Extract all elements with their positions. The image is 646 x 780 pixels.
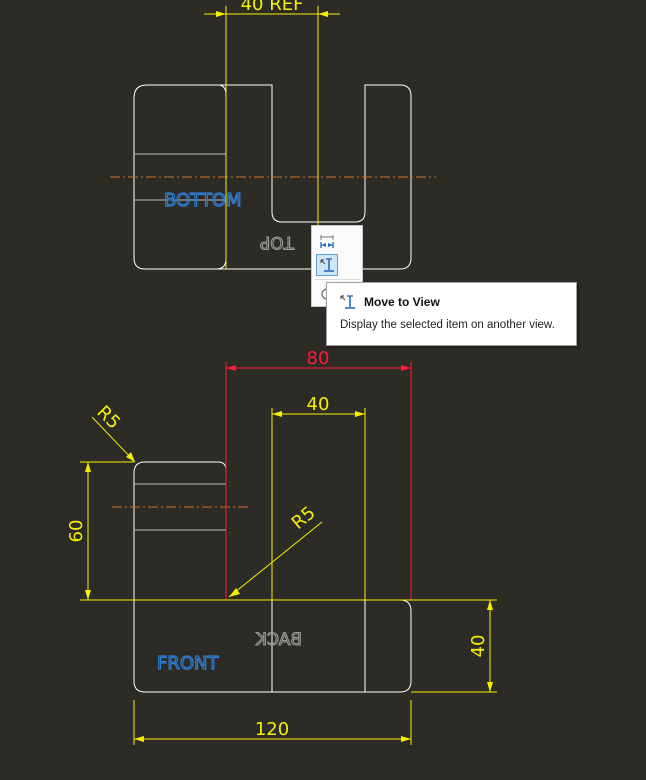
view-label-bottom: BOTTOM	[164, 190, 242, 211]
dimension-r5-outer[interactable]: R5	[91, 402, 136, 463]
top-view[interactable]: 40 REF BOTTOM TOP	[110, 0, 436, 270]
toolbar-separator	[314, 279, 360, 280]
dimension-40-slot[interactable]: 40	[271, 394, 366, 600]
dimension-r5-inner[interactable]: R5	[228, 502, 323, 598]
dimension-40-height[interactable]: 40	[411, 600, 497, 693]
top-view-outline[interactable]	[133, 84, 412, 270]
dimension-text: 80	[307, 348, 330, 369]
front-view-upper-block[interactable]	[133, 461, 227, 600]
tooltip-title: Move to View	[364, 295, 440, 309]
move-to-view-icon	[340, 295, 355, 309]
dimension-text: R5	[288, 502, 320, 533]
tooltip: Move to View Display the selected item o…	[326, 282, 577, 346]
dimension-80[interactable]: 80	[225, 348, 412, 600]
dimension-flip-button[interactable]	[316, 230, 338, 252]
dimension-text: 40	[468, 635, 489, 658]
dimension-60[interactable]: 60	[66, 461, 497, 601]
front-view[interactable]: 80 40 60 40	[66, 348, 497, 745]
dimension-text: 40	[307, 394, 330, 415]
move-to-view-button[interactable]	[316, 254, 338, 276]
dimension-text: 60	[66, 520, 87, 543]
dimension-text: R5	[92, 402, 124, 434]
move-to-view-icon	[320, 258, 334, 272]
dimension-120[interactable]: 120	[133, 700, 412, 745]
view-label-back: BACK	[255, 630, 302, 650]
dimension-text: 40 REF	[241, 0, 304, 15]
view-label-top: TOP	[260, 232, 295, 252]
dimension-text: 120	[255, 719, 289, 740]
front-view-base-block[interactable]	[133, 599, 412, 693]
dimension-40-ref[interactable]: 40 REF	[204, 0, 340, 269]
dimension-flip-icon	[320, 235, 334, 248]
view-label-front: FRONT	[157, 653, 219, 674]
tooltip-description: Display the selected item on another vie…	[340, 319, 555, 331]
